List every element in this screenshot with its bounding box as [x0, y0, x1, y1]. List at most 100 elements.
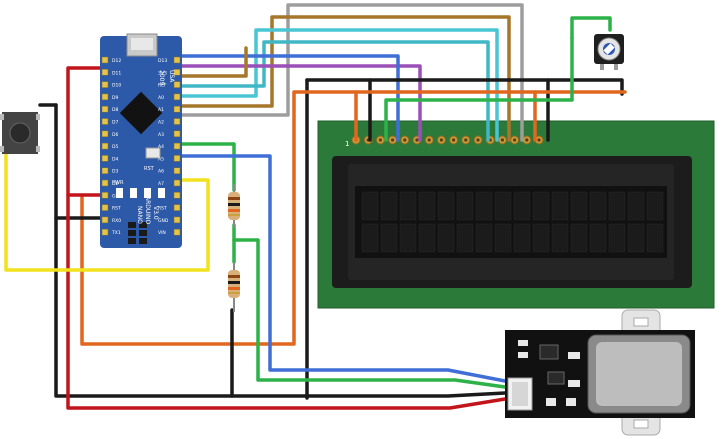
wire-orange-lcd — [176, 46, 248, 78]
nano-pin — [173, 228, 181, 236]
nano-pin-label: D12 — [112, 58, 121, 64]
nano-pin-label: D3 — [112, 169, 118, 175]
wire-cyan-1 — [176, 28, 499, 142]
lcd-cell — [494, 191, 512, 221]
nano-pin-label: RST — [158, 206, 167, 212]
nano-version: V3.0 — [152, 206, 159, 220]
lcd-cell — [399, 223, 417, 253]
nano-pin — [173, 130, 181, 138]
nano-pin-label: D13 — [158, 58, 167, 64]
resistor-1 — [228, 184, 240, 228]
nano-pin — [101, 105, 109, 113]
wires — [4, 3, 627, 410]
nano-pin-label: D2 — [112, 181, 118, 187]
nano-pin — [101, 228, 109, 236]
nano-pin — [173, 93, 181, 101]
nano-pin — [173, 155, 181, 162]
lcd-cell — [589, 191, 607, 221]
push-button-cap[interactable] — [9, 122, 31, 144]
lcd-cell — [532, 223, 550, 253]
lcd-cell — [570, 191, 588, 221]
wire-green-data — [176, 142, 236, 192]
potentiometer — [594, 34, 624, 70]
lcd-cell — [380, 191, 398, 221]
wire-black-lcd — [305, 78, 624, 96]
lcd-cell — [513, 223, 531, 253]
lcd-cell — [589, 223, 607, 253]
nano-pin-label: A4 — [158, 144, 164, 150]
nano-pin-label: A1 — [158, 107, 164, 113]
nano-pin — [173, 167, 181, 174]
lcd-cell — [418, 223, 436, 253]
reset-button[interactable] — [145, 147, 161, 159]
lcd-cell — [380, 223, 398, 253]
wire-cyan-2 — [176, 40, 490, 142]
resistor-2 — [228, 262, 240, 312]
nano-pin-label: REF — [158, 83, 167, 89]
nano-pin-label: D7 — [112, 120, 118, 126]
nano-pin — [173, 142, 181, 150]
nano-pin-label: GND — [112, 193, 123, 199]
lcd-cell — [646, 191, 664, 221]
lcd-cell — [532, 191, 550, 221]
wire-grey — [176, 3, 524, 142]
nano-pin — [101, 93, 109, 101]
nano-pin — [101, 216, 109, 224]
wire-yellow-button — [4, 148, 210, 272]
nano-pin-label: D9 — [112, 95, 118, 101]
lcd-cell — [399, 191, 417, 221]
wire-green-pot — [570, 16, 612, 40]
nano-pin-label: RX0 — [112, 218, 121, 224]
lcd-character-cells — [361, 191, 664, 253]
nano-pin-label: TX1 — [111, 230, 121, 236]
lcd-cell — [608, 223, 626, 253]
nano-pin — [173, 105, 181, 113]
lcd-cell — [513, 191, 531, 221]
nano-pin — [101, 204, 109, 211]
nano-pin-label: D5 — [112, 144, 118, 150]
nano-pin-label: D8 — [112, 107, 118, 113]
nano-pin — [101, 56, 109, 64]
wire-brown — [176, 15, 511, 142]
lcd-cell — [437, 191, 455, 221]
nano-pin — [101, 118, 109, 125]
wire-red-power — [66, 66, 507, 410]
lcd-cell — [570, 223, 588, 253]
nano-pin-label: GND — [158, 218, 169, 224]
nano-pin — [101, 167, 109, 174]
nano-pin — [173, 216, 181, 224]
lcd-cell — [361, 191, 379, 221]
nano-pin — [173, 81, 181, 88]
lcd-cell — [627, 223, 645, 253]
lcd-cell — [627, 191, 645, 221]
lcd-cell — [551, 191, 569, 221]
nano-pin — [101, 81, 109, 88]
nano-name-line1: ARDUINO — [144, 196, 151, 225]
nano-pin-label: RST — [112, 206, 121, 212]
lcd-cell — [361, 223, 379, 253]
lcd-header-pins — [351, 135, 544, 145]
lcd-cell — [437, 223, 455, 253]
nano-pin — [101, 179, 109, 187]
nano-pin-label: A2 — [158, 120, 164, 126]
nano-usa-label: USA — [168, 70, 175, 83]
nano-pin-label: A6 — [158, 169, 164, 175]
wire-black-ground — [54, 103, 507, 398]
nano-pin-label: D6 — [112, 132, 118, 138]
lcd-cell — [494, 223, 512, 253]
nano-pin — [101, 192, 109, 199]
lcd-cell — [475, 191, 493, 221]
nano-pin-label: D4 — [112, 156, 118, 162]
nano-pin-label: A0 — [158, 95, 164, 101]
lcd-cell — [551, 223, 569, 253]
nano-pin — [173, 56, 181, 64]
nano-pin — [101, 155, 109, 162]
nano-pin-label: D10 — [112, 83, 121, 89]
lcd-cell — [646, 223, 664, 253]
nano-pin — [173, 204, 181, 211]
nano-pin-label: VIN — [158, 230, 166, 236]
fingerprint-sensor — [505, 309, 695, 436]
